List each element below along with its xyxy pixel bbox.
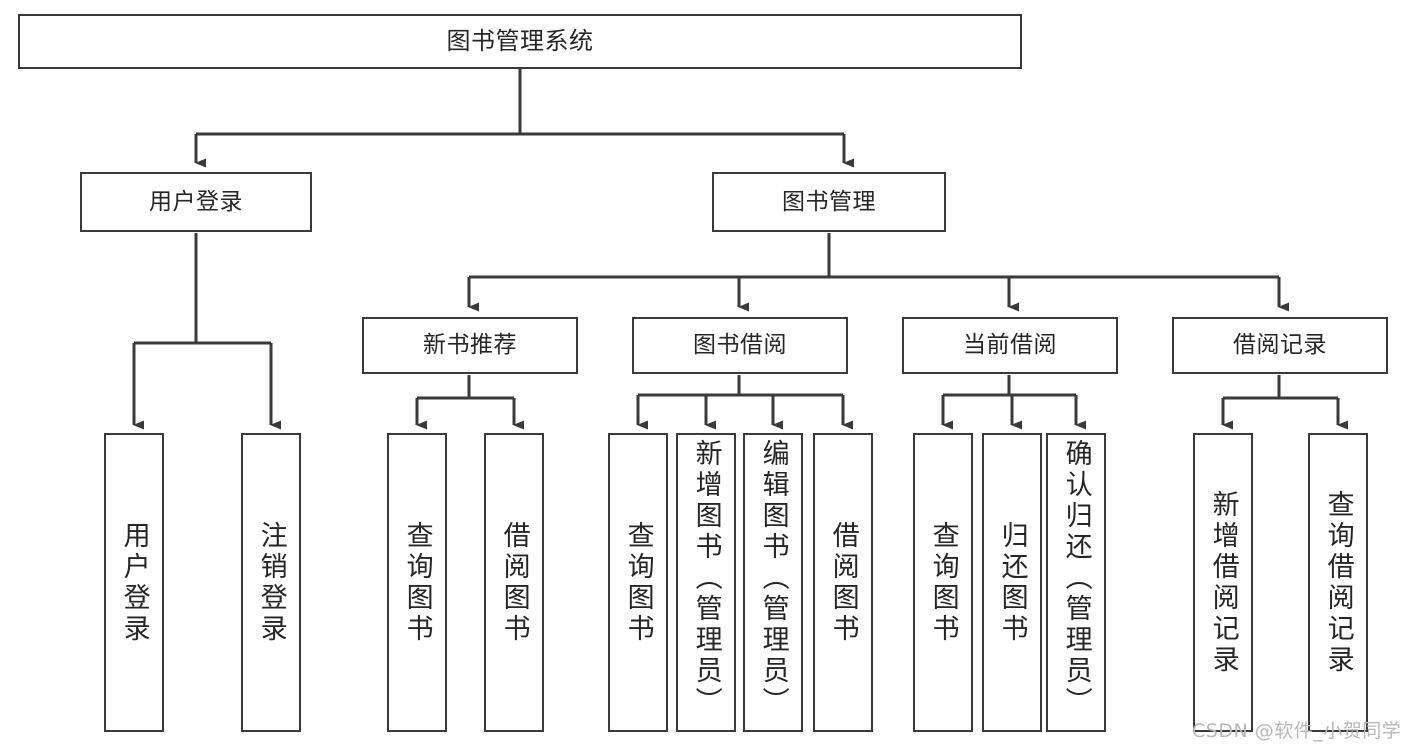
node-borrow-record-label: 借阅记录: [1233, 332, 1327, 359]
leaf-borrow-edit-book-admin-label: 编辑图书（管理员）: [757, 439, 789, 718]
leaf-current-query-book[interactable]: 查询图书: [913, 433, 973, 732]
leaf-new-book-query-label: 查询图书: [401, 520, 433, 645]
leaf-borrow-add-book-admin-label: 新增图书（管理员）: [690, 439, 722, 718]
node-current-borrow-label: 当前借阅: [963, 332, 1057, 359]
leaf-record-query-record-label: 查询借阅记录: [1322, 489, 1354, 676]
node-current-borrow[interactable]: 当前借阅: [902, 317, 1118, 374]
node-book-management-label: 图书管理: [782, 188, 876, 215]
leaf-record-add-record[interactable]: 新增借阅记录: [1193, 433, 1253, 732]
leaf-new-book-borrow[interactable]: 借阅图书: [484, 433, 544, 732]
leaf-current-query-book-label: 查询图书: [927, 520, 959, 645]
leaf-current-return-book-label: 归还图书: [996, 520, 1028, 645]
node-borrow-record[interactable]: 借阅记录: [1172, 317, 1388, 374]
node-root-system-label: 图书管理系统: [446, 26, 594, 55]
watermark-text: CSDN @软件_小贺同学: [1192, 720, 1402, 742]
node-book-borrow-label: 图书借阅: [693, 332, 787, 359]
leaf-user-login-signin[interactable]: 用户登录: [104, 433, 164, 732]
leaf-borrow-add-book-admin[interactable]: 新增图书（管理员）: [676, 433, 736, 732]
node-book-management[interactable]: 图书管理: [712, 172, 946, 232]
leaf-current-confirm-return-admin-label: 确认归还（管理员）: [1060, 439, 1092, 718]
leaf-current-return-book[interactable]: 归还图书: [982, 433, 1042, 732]
leaf-new-book-borrow-label: 借阅图书: [498, 520, 530, 645]
leaf-new-book-query[interactable]: 查询图书: [387, 433, 447, 732]
leaf-borrow-borrow-book-label: 借阅图书: [827, 520, 859, 645]
leaf-user-login-signin-label: 用户登录: [118, 520, 150, 645]
node-user-login-label: 用户登录: [149, 188, 243, 215]
node-new-book-recommend-label: 新书推荐: [423, 332, 517, 359]
node-root-system[interactable]: 图书管理系统: [18, 14, 1022, 69]
node-user-login[interactable]: 用户登录: [80, 172, 312, 232]
leaf-borrow-query-book-label: 查询图书: [622, 520, 654, 645]
leaf-borrow-borrow-book[interactable]: 借阅图书: [813, 433, 873, 732]
node-book-borrow[interactable]: 图书借阅: [632, 317, 848, 374]
leaf-record-add-record-label: 新增借阅记录: [1207, 489, 1239, 676]
leaf-record-query-record[interactable]: 查询借阅记录: [1308, 433, 1368, 732]
leaf-current-confirm-return-admin[interactable]: 确认归还（管理员）: [1046, 433, 1106, 732]
node-new-book-recommend[interactable]: 新书推荐: [362, 317, 578, 374]
leaf-user-login-signout[interactable]: 注销登录: [241, 433, 301, 732]
leaf-user-login-signout-label: 注销登录: [255, 520, 287, 645]
leaf-borrow-edit-book-admin[interactable]: 编辑图书（管理员）: [743, 433, 803, 732]
leaf-borrow-query-book[interactable]: 查询图书: [608, 433, 668, 732]
